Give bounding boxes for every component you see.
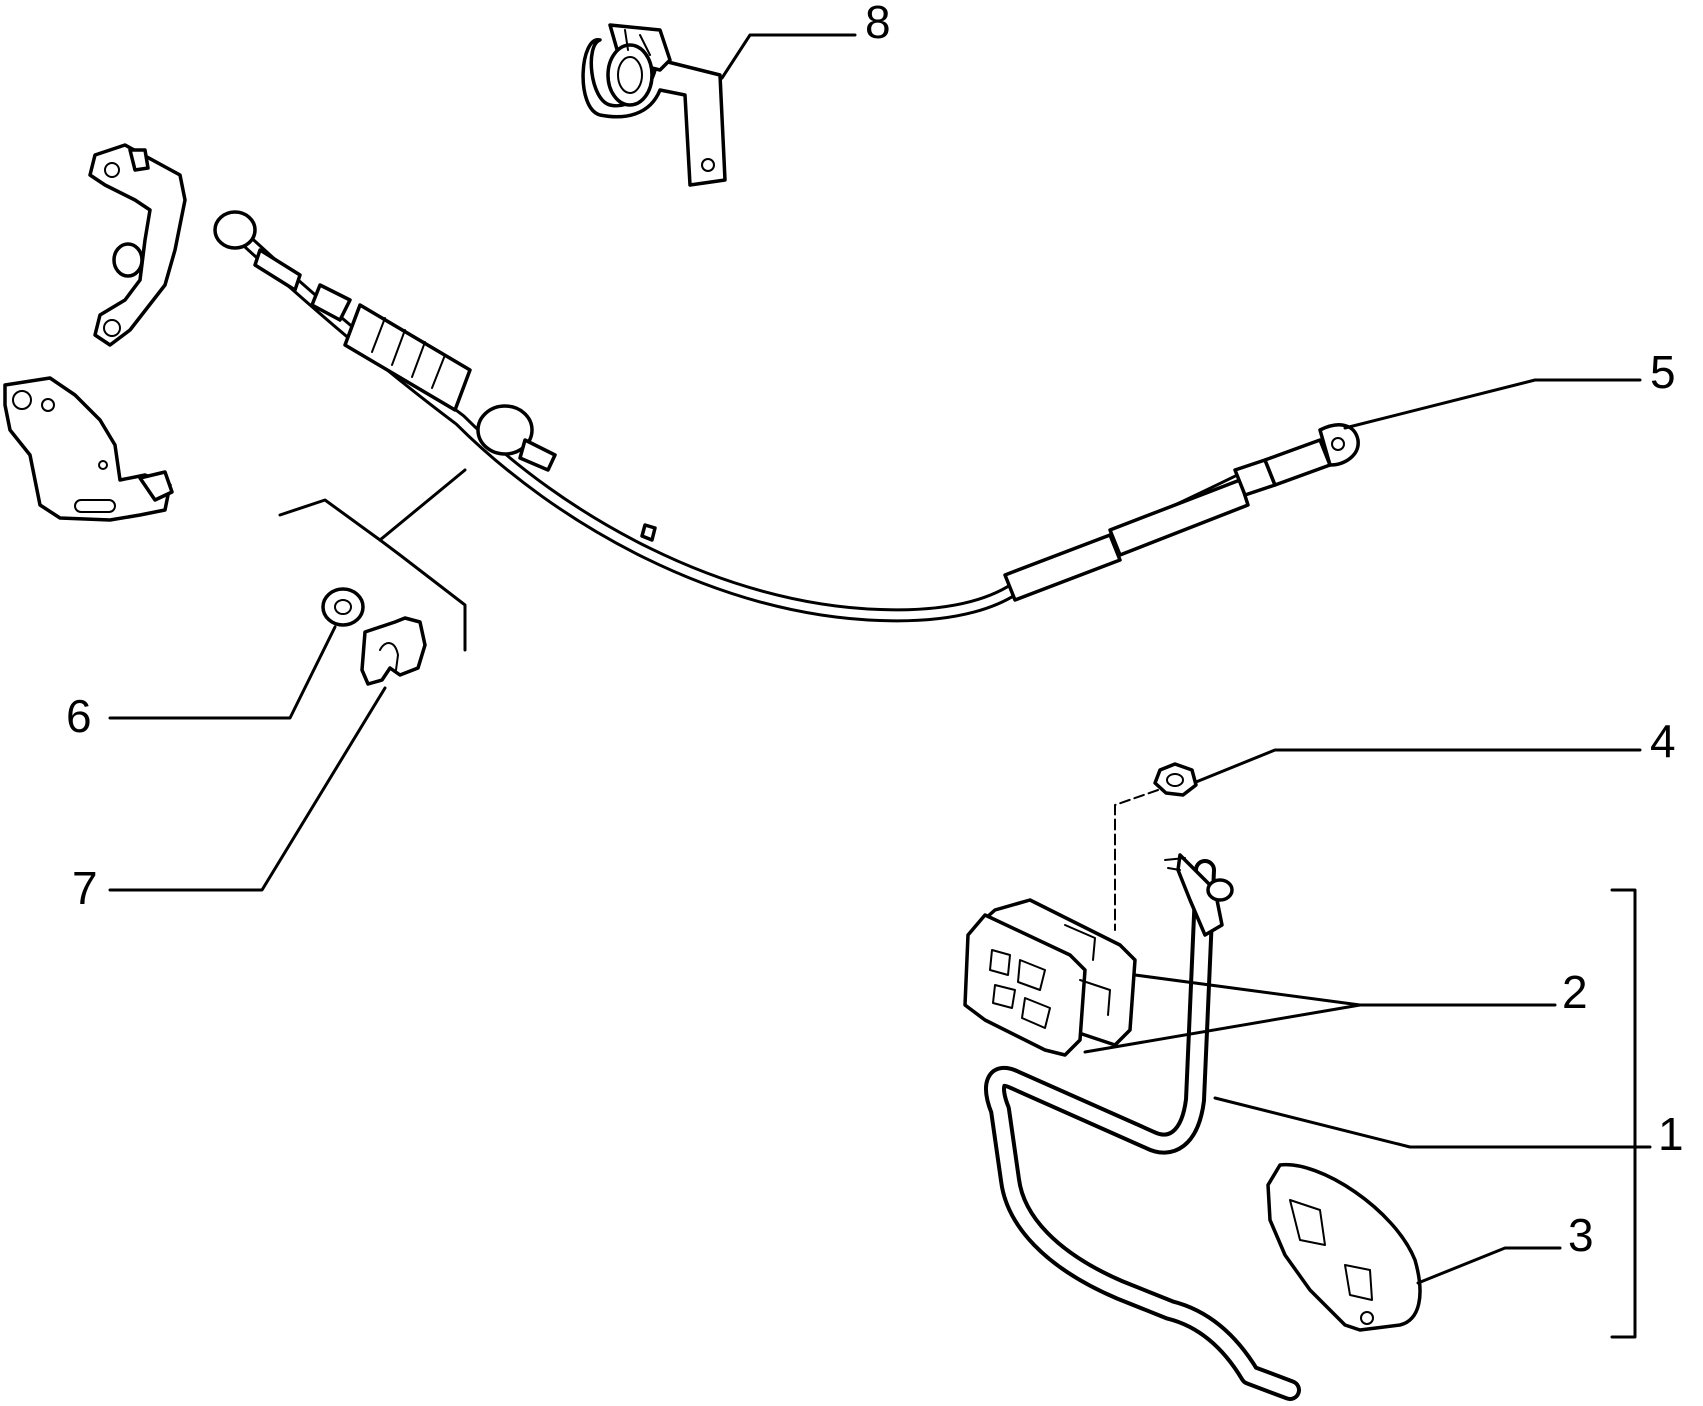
- leader-lines: [108, 33, 1652, 1339]
- callout-6: 6: [66, 690, 92, 742]
- upper-shift-bracket: [88, 143, 187, 347]
- callout-8: 8: [865, 0, 891, 48]
- callout-7: 7: [72, 862, 98, 914]
- callout-3: 3: [1568, 1209, 1594, 1261]
- callout-labels: 8 5 6 7 4 2 1 3: [66, 0, 1684, 1261]
- part-4-nut: [1153, 762, 1198, 797]
- lower-shift-bracket: [3, 376, 174, 522]
- part-7-retaining-clip: [360, 616, 427, 686]
- callout-1: 1: [1658, 1108, 1684, 1160]
- part-8-cable-clamp-bracket: [581, 23, 727, 187]
- part-2-rubber-pads: [963, 898, 1137, 1057]
- callout-4: 4: [1650, 715, 1676, 767]
- callout-5: 5: [1650, 346, 1676, 398]
- part-3-cover-plate: [1266, 1163, 1422, 1332]
- part-5-shift-cable: [213, 210, 1360, 623]
- part-6-washer: [321, 587, 365, 627]
- callout-2: 2: [1562, 966, 1588, 1018]
- assembly-pointer-lines: [278, 468, 467, 652]
- part-1-shift-lever-rod: [984, 853, 1301, 1401]
